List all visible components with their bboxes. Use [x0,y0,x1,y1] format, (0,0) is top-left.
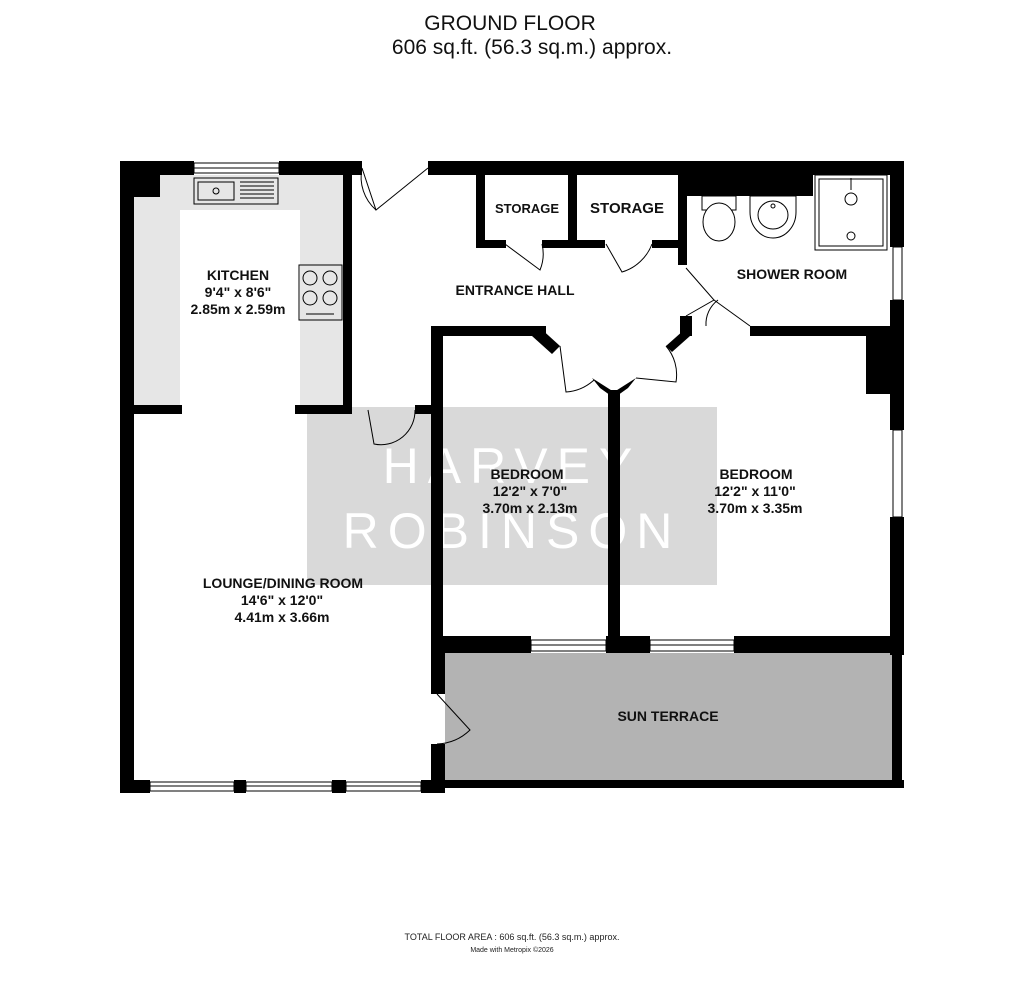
lounge-label: LOUNGE/DINING ROOM 14'6" x 12'0" 4.41m x… [203,575,363,625]
floor-area: 606 sq.ft. (56.3 sq.m.) approx. [391,36,673,59]
storage-2-name: STORAGE [590,200,664,217]
watermark-line1: HARVEY [383,438,642,494]
shower-tray-icon [814,174,888,251]
windows [149,162,903,792]
bedroom-1-metric: 3.70m x 2.13m [483,500,578,516]
lounge-imperial: 14'6" x 12'0" [241,592,323,608]
kitchen-name: KITCHEN [207,267,269,283]
toilet-icon [701,195,737,242]
shower-room-name: SHOWER ROOM [737,266,847,282]
entrance-hall-name: ENTRANCE HALL [456,282,575,298]
credit-text: Made with Metropix ©2026 [470,947,554,954]
bedroom-1-imperial: 12'2" x 7'0" [493,483,567,499]
walls [120,161,904,793]
bedroom-2-name: BEDROOM [719,466,792,482]
watermark-box [307,407,717,585]
kitchen-label: KITCHEN 9'4" x 8'6" 2.85m x 2.59m [191,267,286,317]
lounge-name: LOUNGE/DINING ROOM [203,575,363,591]
doors [360,167,751,745]
bedroom-2-imperial: 12'2" x 11'0" [714,483,795,499]
kitchen-sink-icon [193,177,279,205]
hob-icon [298,264,343,321]
sun-terrace-floor [445,653,892,780]
lounge-metric: 4.41m x 3.66m [235,609,330,625]
total-floor-area: TOTAL FLOOR AREA : 606 sq.ft. (56.3 sq.m… [404,932,620,942]
kitchen-imperial: 9'4" x 8'6" [205,284,272,300]
floor-title: GROUND FLOOR [424,12,596,35]
storage-1-name: STORAGE [495,201,559,216]
bedroom-1-label: BEDROOM 12'2" x 7'0" 3.70m x 2.13m [483,466,578,516]
basin-icon [749,195,797,239]
bedroom-2-metric: 3.70m x 3.35m [708,500,803,516]
kitchen-metric: 2.85m x 2.59m [191,301,286,317]
kitchen-floor-clear [180,210,300,410]
sun-terrace-name: SUN TERRACE [617,708,718,724]
bedroom-2-label: BEDROOM 12'2" x 11'0" 3.70m x 3.35m [708,466,803,516]
bedroom-1-name: BEDROOM [490,466,563,482]
